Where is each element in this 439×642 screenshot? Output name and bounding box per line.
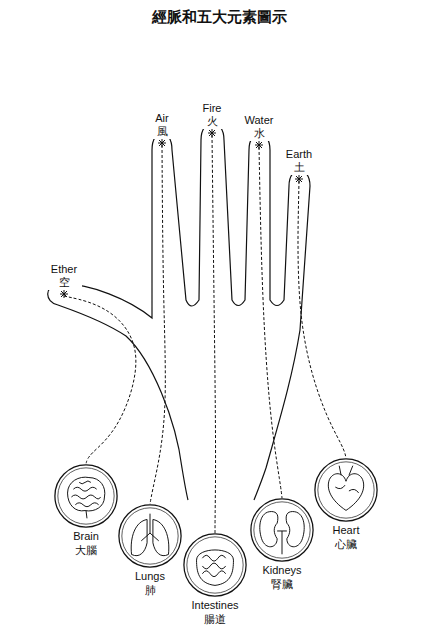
title: 經脈和五大元素圖示 (0, 8, 439, 27)
organ-circle-inner (318, 462, 374, 518)
organ-circle-outline (251, 499, 313, 561)
wrist-line (182, 468, 188, 500)
english-label: Air (151, 112, 173, 126)
acupoint-star (208, 129, 216, 137)
chinese-label: 風 (151, 125, 173, 139)
organ-drawing (131, 514, 169, 556)
english-label: Lungs (114, 570, 186, 584)
organ-circle: Heart心臟 (310, 456, 382, 552)
english-label: Water (241, 114, 278, 128)
english-label: Earth (282, 148, 317, 162)
english-label: Intestines (179, 599, 251, 613)
chinese-label: 火 (199, 115, 226, 129)
element-label: Ether空 (47, 263, 82, 299)
element-label: Fire火 (199, 102, 226, 138)
chinese-label: 腸道 (179, 613, 251, 627)
organ-drawing (197, 550, 234, 585)
element-label: Earth土 (282, 148, 317, 184)
chinese-label: 水 (241, 127, 278, 141)
wrist-line (254, 468, 266, 500)
organ-circle-outline (315, 459, 377, 521)
organ-illustration (248, 496, 316, 564)
organ-circle-outline (55, 465, 117, 527)
acupoint-star (158, 139, 166, 147)
chinese-label: 心臟 (310, 538, 382, 552)
chinese-label: 肺 (114, 584, 186, 598)
chinese-label: 土 (282, 161, 317, 175)
organ-circle-inner (254, 502, 310, 558)
organ-circle-inner (122, 508, 178, 564)
acupoint-star (60, 290, 68, 298)
acupoint-star (255, 141, 263, 149)
organ-illustration (312, 456, 380, 524)
english-label: Brain (50, 530, 122, 544)
organ-circle: Intestines腸道 (179, 531, 251, 627)
organ-illustration (52, 462, 120, 530)
element-label: Air風 (151, 112, 173, 148)
english-label: Fire (199, 102, 226, 116)
organ-circle: Lungs肺 (114, 502, 186, 598)
chinese-label: 腎臟 (246, 578, 318, 592)
organ-circle-inner (187, 537, 243, 593)
organ-circle: Kidneys腎臟 (246, 496, 318, 592)
english-label: Ether (47, 263, 82, 277)
meridian-line (212, 135, 216, 533)
meridian-line (150, 145, 165, 504)
organ-circle: Brain大腦 (50, 462, 122, 558)
chinese-label: 空 (47, 276, 82, 290)
english-label: Kidneys (246, 564, 318, 578)
organ-circle-outline (184, 534, 246, 596)
organ-illustration (181, 531, 249, 599)
organ-drawing (68, 477, 105, 518)
meridian-line (298, 181, 346, 458)
organ-drawing (328, 466, 363, 511)
chinese-label: 大腦 (50, 544, 122, 558)
hand-outline (48, 123, 310, 468)
element-label: Water水 (241, 114, 278, 150)
meridian-line (64, 296, 136, 464)
english-label: Heart (310, 524, 382, 538)
acupoint-star (295, 175, 303, 183)
organ-circle-inner (58, 468, 114, 524)
organ-drawing (260, 512, 304, 555)
organ-circle-outline (119, 505, 181, 567)
organ-illustration (116, 502, 184, 570)
meridian-line (259, 147, 282, 498)
